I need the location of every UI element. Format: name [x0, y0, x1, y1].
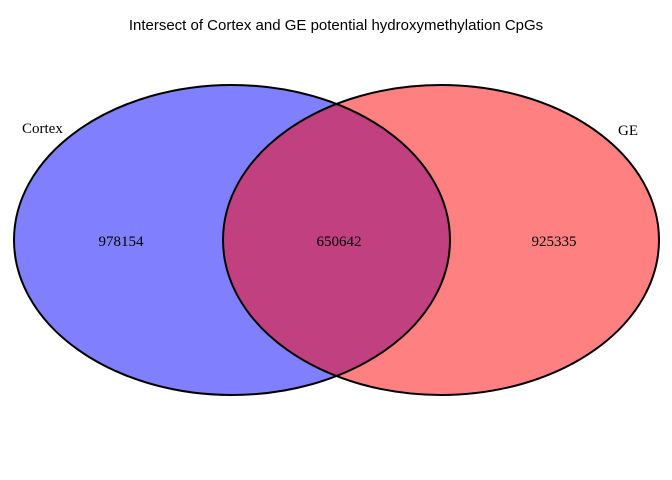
cortex-set-label: Cortex: [22, 121, 63, 137]
intersection-region: [223, 85, 450, 395]
cortex-outline: [13, 84, 451, 396]
intersection-count: 650642: [317, 234, 362, 250]
ge-set-label: GE: [618, 123, 638, 139]
cortex-only-count: 978154: [99, 234, 145, 250]
ge-outline: [222, 84, 660, 396]
ge-only-count: 925335: [532, 234, 577, 250]
diagram-title: Intersect of Cortex and GE potential hyd…: [129, 17, 543, 34]
